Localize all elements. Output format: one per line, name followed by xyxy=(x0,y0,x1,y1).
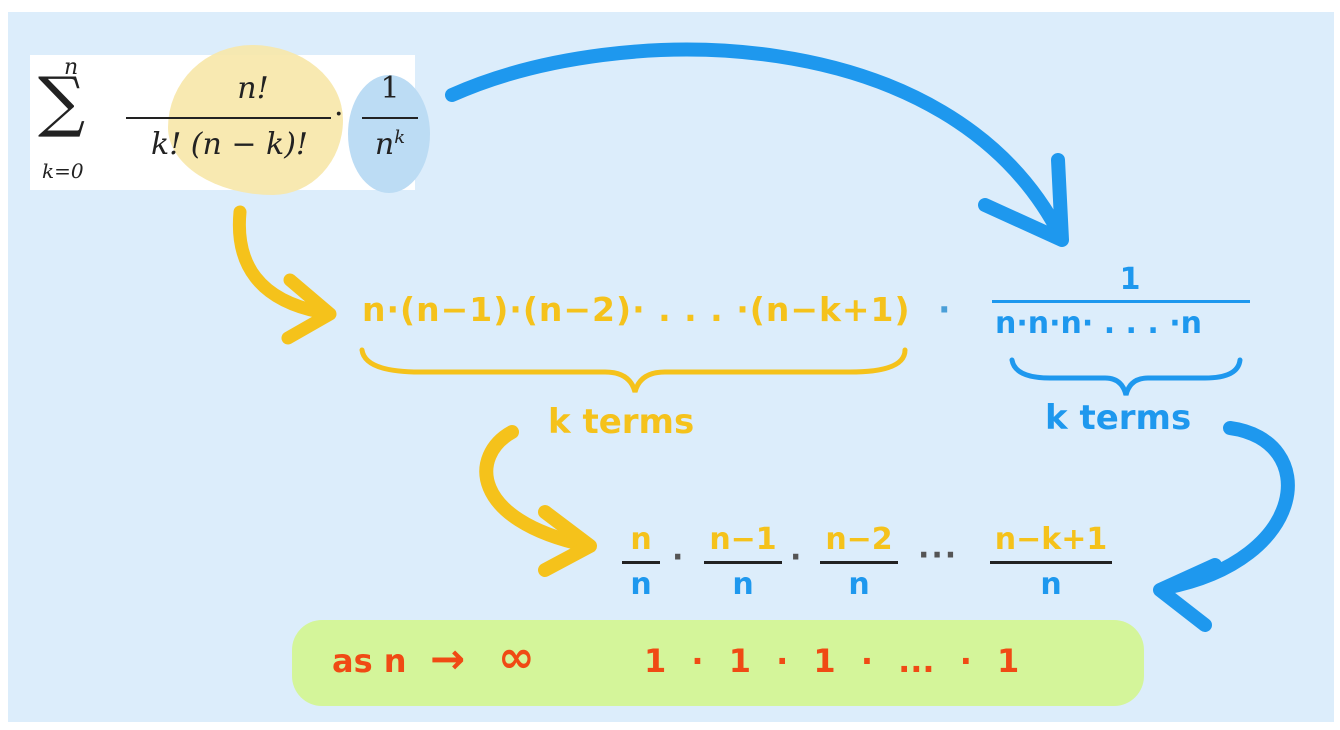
fraction-bar xyxy=(126,117,331,119)
fraction-product: n n · n−1 n · n−2 n ··· n−k+1 n xyxy=(620,522,1120,607)
fraction-denominator: k! (n − k)! xyxy=(151,127,308,162)
blue-arrow-curve-head xyxy=(1153,558,1222,632)
blue-highlight xyxy=(348,75,430,193)
infinity-icon: ∞ xyxy=(498,632,535,683)
fraction-4-denominator: n xyxy=(1040,567,1062,602)
yellow-brace xyxy=(359,347,908,393)
blue-arrow-top-head xyxy=(978,153,1069,247)
blue-arrow-curve xyxy=(1158,421,1295,595)
multiply-dot: · xyxy=(334,97,344,132)
yellow-arrow-down-head xyxy=(281,273,337,345)
yellow-arrow-down xyxy=(232,205,327,319)
fraction-3-numerator: n−2 xyxy=(825,522,893,557)
second-denominator-exponent: k xyxy=(394,127,406,148)
fraction-4-numerator: n−k+1 xyxy=(994,522,1108,557)
yellow-k-terms-label: k terms xyxy=(548,402,695,442)
second-numerator: 1 xyxy=(380,71,400,106)
sum-symbol: ∑ xyxy=(38,63,86,140)
fraction-2-denominator: n xyxy=(732,567,754,602)
limit-result: 1 · 1 · 1 · ... · 1 xyxy=(644,642,1020,680)
second-fraction-bar xyxy=(362,117,418,119)
sum-upper-limit: n xyxy=(64,55,79,80)
formula-box: n ∑ k=0 n! k! (n − k)! · 1 nk xyxy=(30,45,430,195)
middle-dot: · xyxy=(938,290,951,329)
fraction-4-bar xyxy=(990,561,1112,564)
blue-k-terms-label: k terms xyxy=(1045,398,1192,438)
blue-denominator: n·n·n· . . . ·n xyxy=(995,306,1202,341)
blue-brace xyxy=(1009,357,1243,396)
fraction-ellipsis: ··· xyxy=(918,538,959,573)
yellow-highlight xyxy=(168,45,343,195)
fraction-1-bar xyxy=(622,561,660,564)
blue-arrow-top xyxy=(445,42,1067,242)
second-denominator: nk xyxy=(362,127,418,162)
blue-fraction-bar xyxy=(992,300,1250,303)
fraction-2-numerator: n−1 xyxy=(709,522,777,557)
fraction-1-numerator: n xyxy=(630,522,652,557)
sum-lower-limit: k=0 xyxy=(42,159,84,183)
fraction-2-bar xyxy=(704,561,782,564)
fraction-1-denominator: n xyxy=(630,567,652,602)
blue-numerator: 1 xyxy=(1119,262,1141,297)
fraction-dot-1: · xyxy=(672,540,684,575)
fraction-3-bar xyxy=(820,561,898,564)
yellow-product: n·(n−1)·(n−2)· . . . ·(n−k+1) xyxy=(362,290,911,329)
fraction-numerator: n! xyxy=(237,71,269,106)
second-denominator-base: n xyxy=(374,127,395,162)
fraction-3-denominator: n xyxy=(848,567,870,602)
limit-arrow-icon: → xyxy=(430,634,466,683)
limit-prefix: as n xyxy=(332,642,407,680)
yellow-arrow-curve-head xyxy=(538,505,597,577)
fraction-dot-2: · xyxy=(790,540,802,575)
limit-band: as n → ∞ 1 · 1 · 1 · ... · 1 xyxy=(292,620,1144,706)
yellow-arrow-curve xyxy=(479,425,592,552)
